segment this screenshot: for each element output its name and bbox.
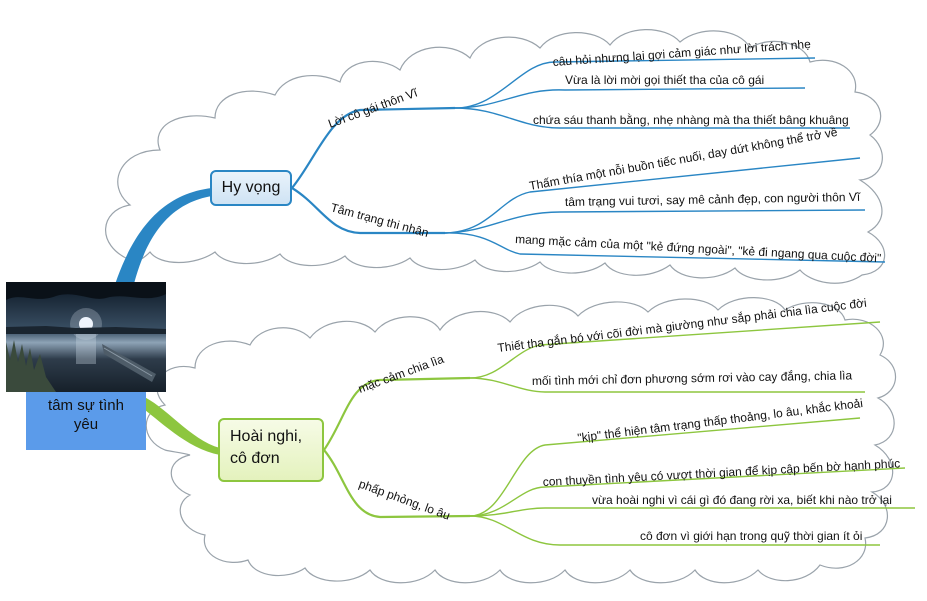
- central-topic-label: tâm sự tình yêu: [26, 392, 146, 450]
- leaf-doubt-2-4: cô đơn vì giới hạn trong quỹ thời gian í…: [640, 529, 862, 543]
- central-topic-label-line2: yêu: [73, 416, 99, 433]
- cloud-boundary-doubt: [145, 297, 897, 584]
- leaf-hope-1-2: Vừa là lời mời gọi thiết tha của cô gái: [565, 73, 764, 87]
- cloud-boundary-hope: [105, 29, 886, 284]
- central-topic[interactable]: tâm sự tình yêu: [6, 282, 166, 452]
- central-topic-image: [6, 282, 166, 392]
- doubt-leaf-lines: [469, 321, 915, 546]
- connector-center-doubt: [138, 395, 220, 455]
- leaf-hope-1-3: chứa sáu thanh bằng, nhẹ nhàng mà tha th…: [533, 112, 849, 127]
- leaf-hope-2-2: tâm trạng vui tươi, say mê cảnh đẹp, con…: [565, 190, 861, 209]
- leaf-doubt-2-3: vừa hoài nghi vì cái gì đó đang rời xa, …: [592, 493, 892, 507]
- branch-node-doubt[interactable]: Hoài nghi, cô đơn: [218, 418, 324, 482]
- doubt-branch-lines: [323, 376, 471, 519]
- leaf-doubt-1-2: mối tình mới chỉ đơn phương sớm rơi vào …: [532, 367, 853, 388]
- connector-center-hope: [110, 188, 212, 300]
- branch-node-hope[interactable]: Hy vọng: [210, 170, 292, 206]
- branch-node-doubt-label-line1: Hoài nghi,: [230, 428, 303, 445]
- hope-branch-lines: [291, 106, 456, 235]
- branch-node-hope-label: Hy vọng: [221, 179, 281, 196]
- central-topic-label-line1: tâm sự tình: [48, 397, 124, 414]
- branch-node-doubt-label-line2: cô đơn: [230, 450, 280, 467]
- hope-leaf-lines: [444, 57, 886, 263]
